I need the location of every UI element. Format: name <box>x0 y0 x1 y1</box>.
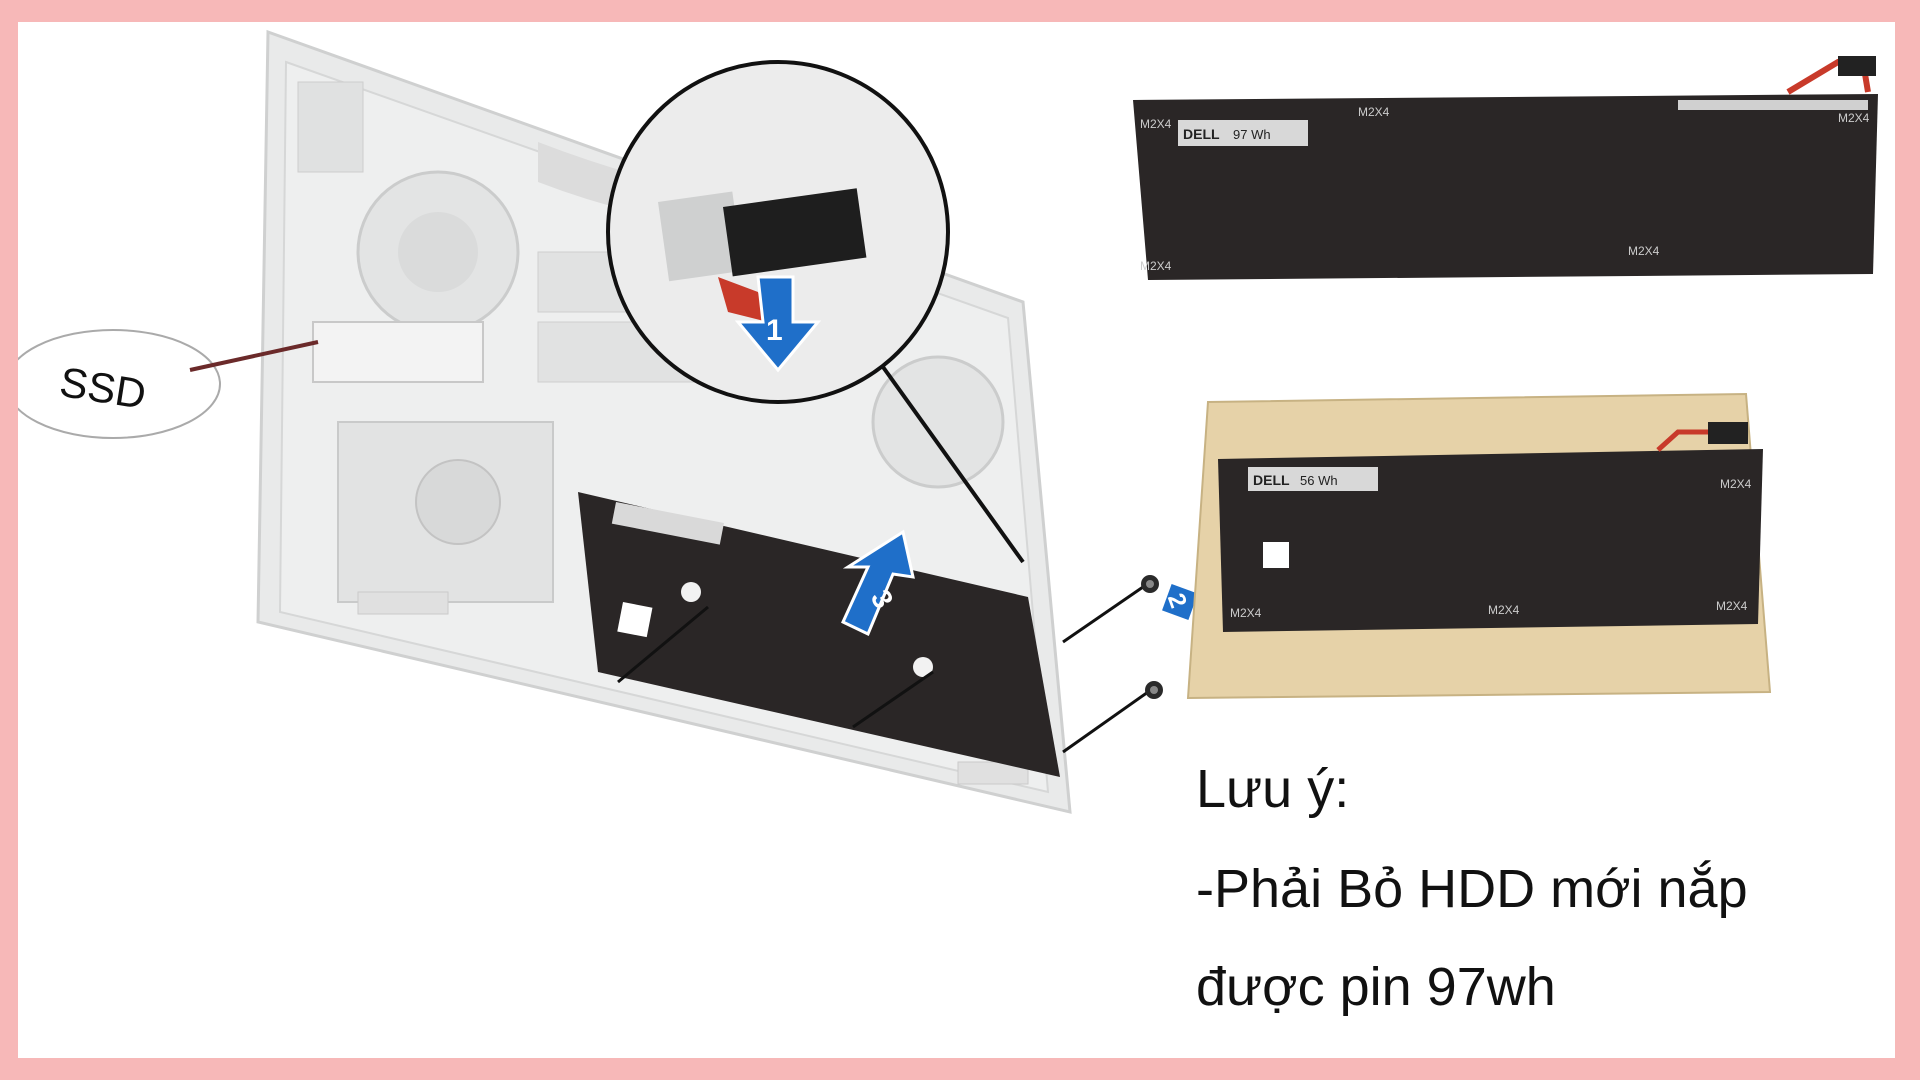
battery-bottom-brand: DELL <box>1253 472 1290 488</box>
battery-bottom-screw-label: M2X4 <box>1720 477 1752 491</box>
step1-label: 1 <box>766 314 783 347</box>
battery-top-brand: DELL <box>1183 126 1220 142</box>
slide-frame: 3 2 1 <box>18 22 1895 1058</box>
note-title: Lưu ý: <box>1196 759 1350 819</box>
screw-icon <box>1141 575 1159 593</box>
note-line-1: -Phải Bỏ HDD mới nắp <box>1196 859 1748 919</box>
screw-icon <box>1145 681 1163 699</box>
battery-bottom-screw-label: M2X4 <box>1716 599 1748 613</box>
battery-97wh-photo: DELL 97 Wh M2X4 M2X4 M2X4 M2X4 M2X4 <box>1133 56 1878 280</box>
battery-top-screw-label: M2X4 <box>1358 105 1390 119</box>
zoom-callout: 1 <box>606 60 950 404</box>
battery-top-screw-label: M2X4 <box>1140 259 1172 273</box>
illustration: 3 2 1 <box>18 29 1878 814</box>
battery-installed <box>578 492 1060 777</box>
step2-marker: 2 <box>1162 584 1198 620</box>
battery-top-screw-label: M2X4 <box>1140 117 1172 131</box>
battery-bottom-screw-label: M2X4 <box>1230 606 1262 620</box>
battery-bottom-screw-label: M2X4 <box>1488 603 1520 617</box>
battery-56wh-photo: DELL 56 Wh M2X4 M2X4 M2X4 M2X4 <box>1186 392 1772 700</box>
battery-top-screw-label: M2X4 <box>1838 111 1870 125</box>
ssd-callout <box>18 329 319 439</box>
battery-top-screw-label: M2X4 <box>1628 244 1660 258</box>
note-line-2: được pin 97wh <box>1196 957 1556 1017</box>
battery-bottom-capacity: 56 Wh <box>1300 473 1338 488</box>
battery-top-capacity: 97 Wh <box>1233 127 1271 142</box>
